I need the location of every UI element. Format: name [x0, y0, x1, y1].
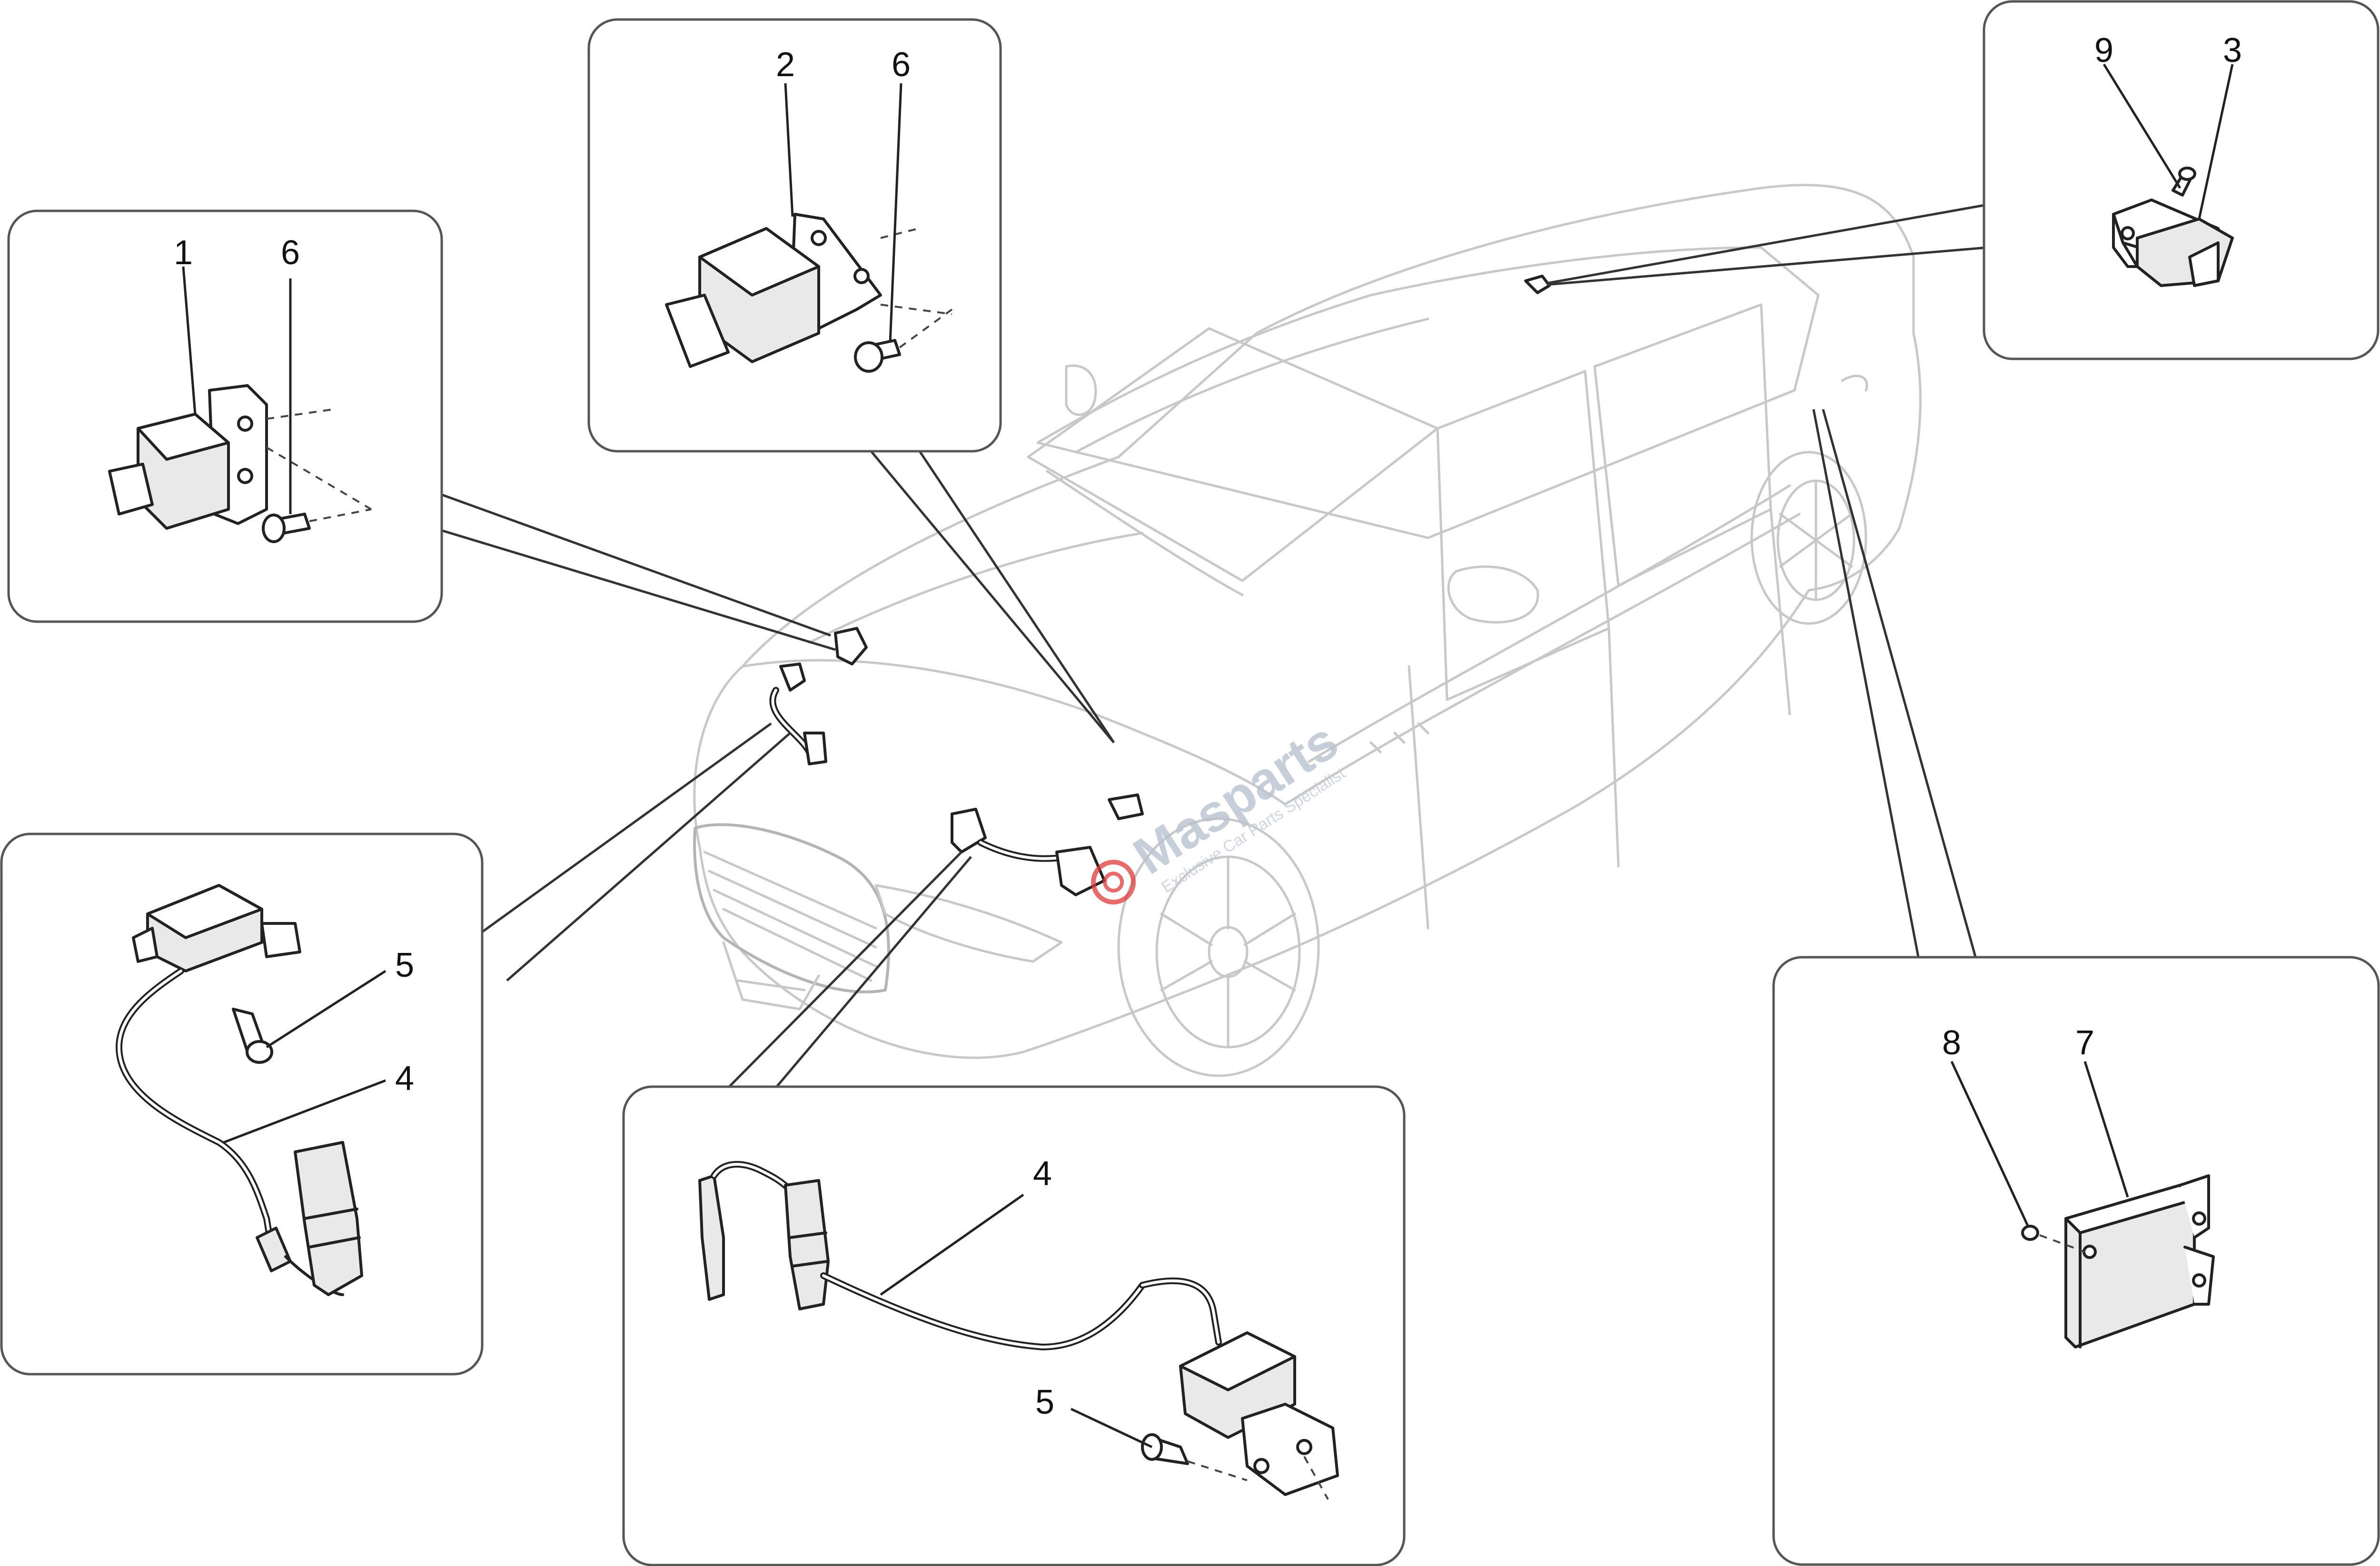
sensor-bracket-part [665, 213, 882, 368]
callout-4: 4 [1033, 1155, 1052, 1193]
switch-part [2112, 198, 2234, 287]
screw-part [854, 339, 901, 373]
panel-f: 8 7 [1772, 956, 2380, 1566]
car-outline [693, 184, 1922, 1077]
callout-lines [442, 203, 1988, 1089]
callout-5: 5 [1035, 1383, 1054, 1421]
sensor-bracket-part [108, 384, 268, 530]
nut-part [2021, 1225, 2039, 1241]
callout-6: 6 [892, 46, 911, 84]
callout-4: 4 [395, 1060, 414, 1098]
callout-7: 7 [2075, 1024, 2094, 1062]
watermark-logo-icon [1091, 860, 1136, 905]
installed-parts [769, 275, 1551, 896]
callout-2: 2 [776, 46, 795, 84]
panel-b: 2 6 [587, 18, 1002, 453]
callout-8: 8 [1942, 1024, 1961, 1062]
callout-3: 3 [2223, 31, 2242, 69]
screw-part [232, 1008, 273, 1064]
callout-6: 6 [281, 234, 300, 272]
screw-part [2172, 167, 2196, 197]
callout-5: 5 [395, 946, 414, 984]
control-unit-part [2064, 1174, 2215, 1348]
callout-9: 9 [2094, 31, 2113, 69]
panel-a: 1 6 [7, 209, 443, 623]
panel-e: 4 5 [622, 1085, 1406, 1566]
panel-d: 5 4 [0, 833, 484, 1376]
callout-1: 1 [174, 234, 193, 272]
screw-part [262, 513, 311, 543]
panel-c: 9 3 [1983, 0, 2380, 360]
sensor-cable-part [115, 884, 363, 1296]
